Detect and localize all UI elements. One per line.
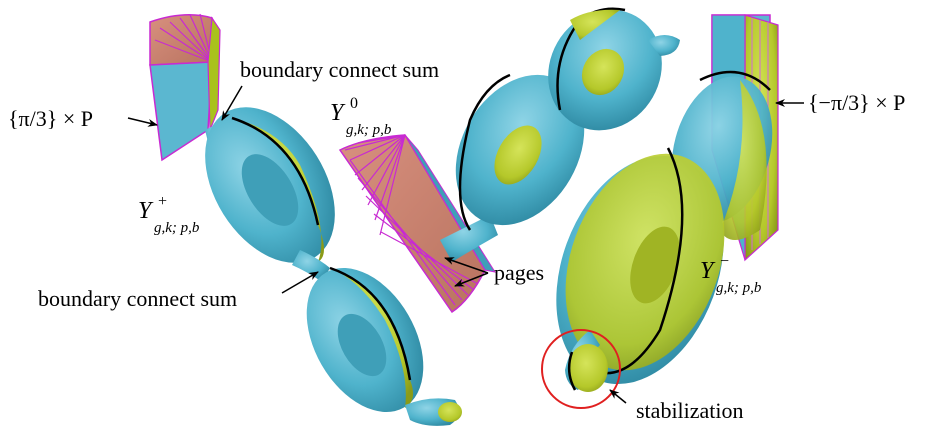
y-zero-surface — [338, 7, 680, 314]
svg-text:Y: Y — [700, 258, 716, 284]
label-y-plus: Y + g,k; p,b — [138, 193, 200, 236]
label-boundary-connect-sum-bottom: boundary connect sum — [38, 286, 237, 311]
svg-text:0: 0 — [350, 95, 358, 112]
svg-text:Y: Y — [138, 198, 154, 224]
svg-text:g,k; p,b: g,k; p,b — [346, 122, 392, 138]
stabilization-highlight-circle — [541, 329, 621, 409]
annotation-arrows — [127, 85, 804, 404]
svg-text:g,k; p,b: g,k; p,b — [154, 220, 200, 236]
label-boundary-connect-sum-top: boundary connect sum — [240, 57, 439, 82]
left-page-fan — [149, 13, 221, 162]
label-minus-pi-over-3-times-p: {−π/3} × P — [808, 90, 905, 115]
label-pages: pages — [494, 260, 544, 285]
svg-text:+: + — [158, 193, 167, 210]
svg-text:g,k; p,b: g,k; p,b — [716, 280, 762, 296]
svg-text:Y: Y — [330, 100, 346, 126]
label-stabilization: stabilization — [636, 398, 744, 423]
y-minus-surface — [556, 14, 779, 392]
label-y-zero: Y 0 g,k; p,b — [330, 95, 392, 138]
y-plus-surface — [149, 13, 462, 426]
svg-text:−: − — [720, 253, 729, 270]
label-pi-over-3-times-p: {π/3} × P — [8, 106, 93, 131]
label-y-minus: Y − g,k; p,b — [700, 253, 762, 296]
